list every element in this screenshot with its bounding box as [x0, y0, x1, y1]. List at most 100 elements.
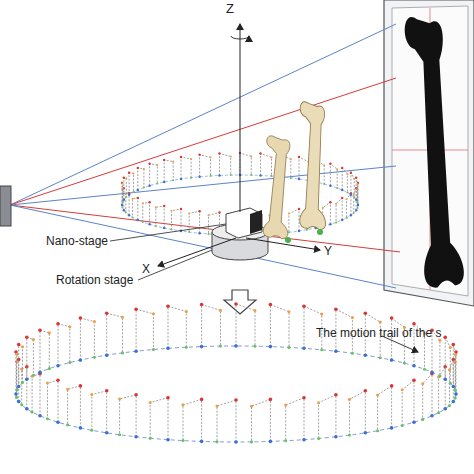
frame-point	[329, 201, 331, 203]
beam-line	[10, 205, 396, 288]
frame-point	[269, 440, 273, 444]
frame-point	[348, 398, 351, 401]
sample-frame	[240, 153, 251, 175]
frame-point	[134, 307, 138, 311]
frame-point	[93, 356, 96, 359]
frame-point	[437, 411, 440, 414]
frame-point	[443, 335, 447, 339]
sample-frame	[80, 318, 94, 360]
frame-point	[200, 398, 204, 402]
frame-point	[148, 223, 150, 225]
frame-point	[287, 310, 290, 313]
frame-point	[298, 178, 300, 180]
frame-point	[79, 358, 83, 362]
frame-point	[364, 311, 368, 315]
frame-point	[172, 161, 174, 163]
sample-frame	[289, 209, 299, 232]
frame-point	[137, 219, 139, 221]
sample-frame	[22, 367, 27, 409]
frame-point	[259, 152, 261, 154]
frame-point	[430, 370, 434, 374]
frame-point	[14, 392, 18, 396]
axis-label: Y	[324, 244, 332, 258]
frame-point	[180, 178, 182, 180]
frame-point	[152, 312, 155, 315]
frame-point	[234, 440, 238, 444]
frame-point	[356, 207, 358, 209]
frame-point	[423, 368, 426, 371]
frame-point	[302, 396, 306, 400]
frame-point	[449, 382, 452, 385]
frame-point	[156, 183, 158, 185]
sample-frame	[68, 386, 81, 428]
frame-point	[353, 178, 355, 180]
frame-point	[336, 168, 338, 170]
sample-frame	[347, 193, 351, 218]
frame-point	[38, 328, 42, 332]
frame-point	[317, 437, 320, 440]
frame-point	[298, 156, 300, 158]
frame-point	[219, 309, 222, 312]
frame-point	[448, 404, 451, 407]
frame-point	[121, 204, 123, 206]
frame-point	[190, 177, 192, 179]
frame-point	[320, 348, 323, 351]
frame-point	[207, 214, 209, 216]
frame-point	[346, 173, 348, 175]
frame-point	[421, 382, 424, 385]
frame-point	[188, 231, 190, 233]
marker-point	[317, 229, 323, 235]
sample-frame	[423, 374, 432, 420]
frame-point	[68, 325, 71, 328]
transition-arrow	[224, 290, 256, 314]
sample-frame	[402, 380, 414, 425]
frame-point	[219, 345, 222, 348]
sample-frame	[120, 395, 137, 437]
frame-point	[355, 199, 357, 201]
frame-point	[322, 207, 324, 209]
frame-point	[302, 347, 306, 351]
sample-frame	[252, 399, 271, 442]
frame-point	[452, 343, 456, 347]
frame-point	[452, 385, 456, 389]
frame-point	[253, 309, 256, 312]
femur-projection	[404, 12, 464, 290]
part-label: Nano-stage	[46, 234, 108, 248]
frame-point	[218, 174, 220, 176]
frame-point	[137, 189, 139, 191]
frame-point	[253, 345, 256, 348]
frame-point	[166, 396, 170, 400]
frame-point	[105, 431, 109, 435]
frame-point	[350, 172, 352, 174]
frame-point	[188, 212, 190, 214]
sample-frame	[92, 391, 107, 433]
frame-point	[350, 214, 352, 216]
sample-frame	[261, 154, 272, 177]
frame-point	[353, 196, 355, 198]
frame-point	[163, 227, 165, 229]
frame-point	[329, 185, 331, 187]
frame-point	[443, 377, 447, 381]
frame-point	[250, 155, 252, 157]
frame-point	[148, 163, 150, 165]
frame-point	[17, 400, 21, 404]
frame-point	[412, 378, 416, 382]
frame-point	[390, 426, 394, 430]
frame-point	[155, 225, 157, 227]
frame-point	[355, 177, 357, 179]
frame-point	[121, 206, 123, 208]
rotation-symbol	[231, 36, 249, 39]
frame-point	[123, 177, 125, 179]
motion-trail-ring	[16, 346, 456, 442]
frame-point	[79, 384, 83, 388]
frame-point	[412, 364, 416, 368]
leader-line	[138, 250, 212, 280]
frame-point	[31, 410, 34, 413]
frame-point	[25, 335, 29, 339]
sample-frame	[189, 211, 199, 233]
frame-point	[180, 208, 182, 210]
frame-point	[121, 351, 124, 354]
frame-point	[17, 385, 21, 389]
frame-point	[269, 398, 273, 402]
frame-point	[234, 302, 238, 306]
